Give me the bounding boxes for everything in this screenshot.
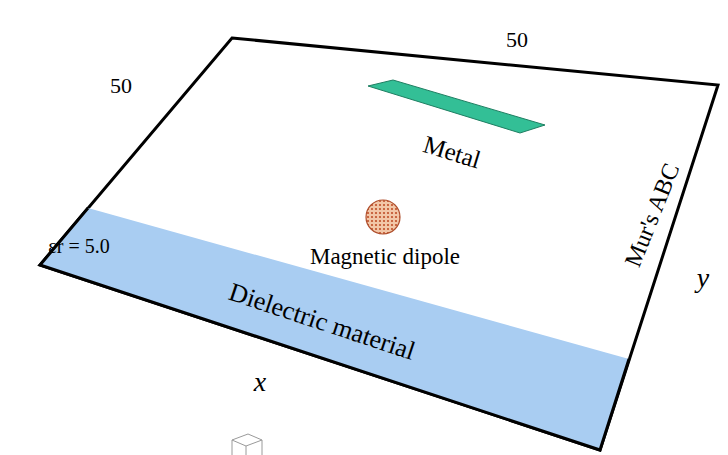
dielectric-band-outline (40, 208, 629, 450)
dielectric-band: εr = 5.0Dielectric material (36, 204, 646, 454)
axis-label: x (254, 368, 266, 396)
simulation-plane (40, 38, 718, 450)
metal-label: Metal (420, 132, 483, 173)
dipole-label: Magnetic dipole (310, 245, 460, 268)
dimension-label: 50 (506, 29, 528, 51)
permittivity-label: εr = 5.0 (48, 236, 109, 256)
dimension-label: 50 (110, 75, 132, 97)
axis-glyph (232, 434, 262, 455)
axis-label: y (697, 264, 709, 292)
plane-border (40, 208, 629, 450)
dipole-source: Magnetic dipole (290, 195, 485, 275)
dipole-circle (366, 200, 400, 234)
metal-strip: Metal (355, 70, 555, 180)
boundary-label: Mur's ABC (620, 160, 683, 270)
metal-strip-outline (368, 80, 545, 133)
